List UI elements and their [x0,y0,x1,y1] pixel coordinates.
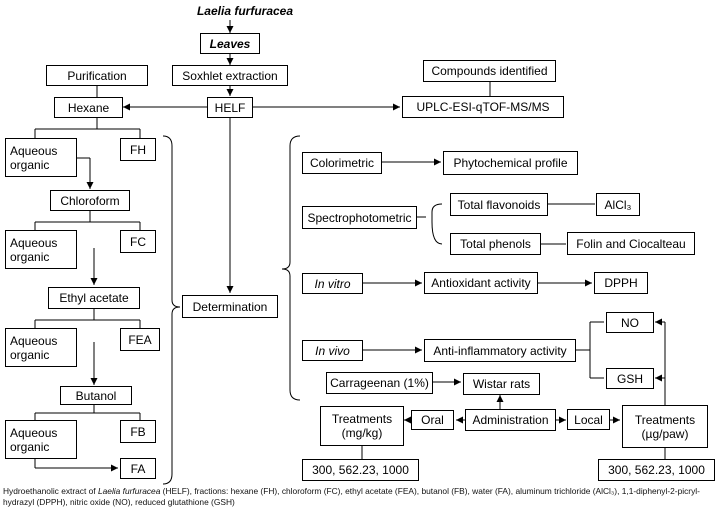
caption-species: Laelia furfuracea [97,486,161,496]
folin-ciocalteau-box: Folin and Ciocalteau [567,232,695,255]
hexane-box: Hexane [54,97,123,118]
local-box: Local [567,409,610,430]
dpph-box: DPPH [594,272,648,294]
fb-box: FB [120,420,156,443]
in-vitro-box: In vitro [302,273,363,294]
total-flavonoids-box: Total flavonoids [450,193,548,216]
administration-box: Administration [465,409,556,431]
fh-box: FH [120,138,156,161]
phytochemical-profile-box: Phytochemical profile [443,151,578,175]
ethyl-acetate-box: Ethyl acetate [48,287,140,309]
soxhlet-box: Soxhlet extraction [172,65,288,86]
wistar-rats-box: Wistar rats [463,373,540,395]
alcl3-box: AlCl₃ [596,193,640,216]
antioxidant-activity-box: Antioxidant activity [424,272,538,294]
helf-box: HELF [207,97,253,118]
carrageenan-box: Carrageenan (1%) [326,372,433,394]
no-box: NO [606,312,654,333]
oral-box: Oral [411,410,454,430]
purification-box: Purification [46,65,148,86]
treatments-ugpaw-box: Treatments (µg/paw) [622,405,708,448]
total-phenols-box: Total phenols [450,233,541,255]
figure-caption: Hydroethanolic extract of Laelia furfura… [3,486,715,508]
determination-box: Determination [182,295,278,318]
gsh-box: GSH [606,368,654,389]
fc-box: FC [120,230,156,253]
fea-box: FEA [120,328,160,351]
fa-box: FA [120,458,156,479]
in-vivo-box: In vivo [302,340,363,361]
caption-text-start: Hydroethanolic extract of [3,486,98,496]
species-title: Laelia furfuracea [196,4,294,18]
aqueous-organic-box-4: Aqueous organic [5,420,77,459]
doses-right-box: 300, 562.23, 1000 [598,459,715,481]
aqueous-organic-box-1: Aqueous organic [5,138,77,177]
leaves-box: Leaves [200,33,260,54]
compounds-box: Compounds identified [423,60,556,82]
aqueous-organic-box-3: Aqueous organic [5,328,77,367]
colorimetric-box: Colorimetric [302,152,382,174]
spectrophotometric-box: Spectrophotometric [302,206,417,229]
anti-inflammatory-box: Anti-inflammatory activity [424,339,576,362]
treatments-mgkg-box: Treatments (mg/kg) [320,406,404,446]
doses-left-box: 300, 562.23, 1000 [302,459,419,481]
butanol-box: Butanol [60,386,132,405]
chloroform-box: Chloroform [50,190,130,211]
aqueous-organic-box-2: Aqueous organic [5,230,77,269]
uplc-box: UPLC-ESI-qTOF-MS/MS [402,96,564,118]
caption-text-end: (HELF), fractions: hexane (FH), chlorofo… [3,486,700,507]
